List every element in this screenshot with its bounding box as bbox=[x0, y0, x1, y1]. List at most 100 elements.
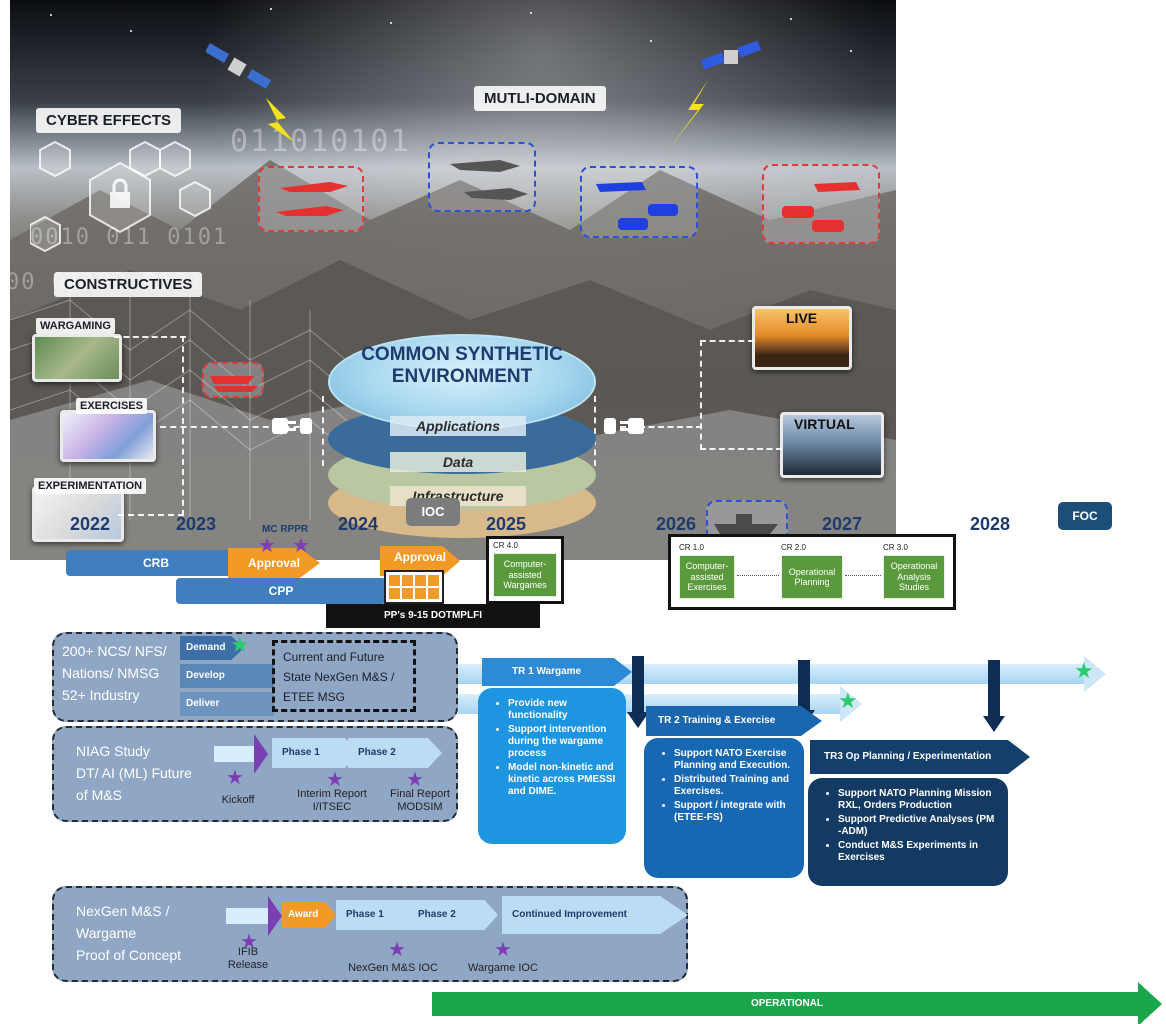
develop-bar: Develop bbox=[180, 664, 274, 688]
cr40-box: CR 4.0 Computer-assisted Wargames bbox=[486, 536, 564, 604]
milestone-star: ★ bbox=[258, 535, 276, 557]
continued-improvement-chevron: Continued Improvement bbox=[502, 896, 688, 934]
tr1-callout: Provide new functionality Support interv… bbox=[478, 688, 626, 844]
nexgen-poc-line2: Wargame bbox=[76, 925, 137, 941]
nexgen-msg-line3: ETEE MSG bbox=[283, 690, 346, 704]
nexgen-poc-text: NexGen M&S / Wargame Proof of Concept bbox=[76, 900, 181, 966]
tr3-planning-arrow: TR3 Op Planning / Experimentation bbox=[810, 740, 1030, 774]
tr3-callout: Support NATO Planning Mission RXL, Order… bbox=[808, 778, 1008, 886]
milestone-star: ★ bbox=[292, 535, 310, 557]
star-dot bbox=[790, 18, 792, 20]
star-dot bbox=[530, 12, 532, 14]
star-dot bbox=[390, 22, 392, 24]
wargame-ioc-star: ★ bbox=[494, 939, 512, 961]
poc-phase2-chevron: Phase 2 bbox=[408, 900, 498, 930]
connector-line bbox=[620, 426, 702, 428]
tr-drop-arrow-tip bbox=[983, 716, 1005, 732]
stakeholders-line2: Nations/ NMSG bbox=[62, 665, 160, 681]
year-2023: 2023 bbox=[176, 514, 217, 534]
interim-report-label: Interim Report I/ITSEC bbox=[290, 788, 374, 814]
niag-line1: NIAG Study bbox=[76, 743, 150, 759]
interim-star: ★ bbox=[326, 769, 344, 791]
release-label: Release bbox=[227, 959, 269, 971]
deliver-track-arrow bbox=[840, 686, 862, 722]
tr2-training-arrow: TR 2 Training & Exercise bbox=[646, 706, 822, 736]
cr-connector bbox=[737, 575, 779, 576]
star-dot bbox=[270, 8, 272, 10]
niag-line3: of M&S bbox=[76, 787, 122, 803]
approval-arrow-1: Approval bbox=[228, 548, 320, 578]
ioc-badge: IOC bbox=[406, 498, 460, 526]
nexgen-msg-line2: State NexGen M&S / bbox=[283, 670, 395, 684]
binary-stream: 0010 011 0101 bbox=[30, 225, 229, 250]
tr2-item: Support NATO Exercise Planning and Execu… bbox=[674, 748, 794, 772]
layer-data-label: Data bbox=[390, 452, 526, 472]
red-naval-unit-box bbox=[202, 362, 264, 398]
cse-title: COMMON SYNTHETIC ENVIRONMENT bbox=[328, 344, 596, 388]
connector-line bbox=[700, 448, 782, 450]
stakeholders-text: 200+ NCS/ NFS/ Nations/ NMSG 52+ Industr… bbox=[62, 640, 167, 706]
tr2-callout: Support NATO Exercise Planning and Execu… bbox=[644, 738, 804, 878]
wargame-ioc-label: Wargame IOC bbox=[468, 962, 538, 974]
phase1-chevron: Phase 1 bbox=[272, 738, 358, 768]
satellite-icon bbox=[206, 43, 294, 142]
cyber-effects-label: CYBER EFFECTS bbox=[36, 108, 182, 133]
ifib-bar bbox=[226, 908, 270, 924]
tr-drop-arrow bbox=[798, 660, 810, 712]
binary-stream: 011010101 bbox=[230, 124, 411, 159]
ifib-star: ★ bbox=[240, 931, 258, 953]
nexgen-poc-line3: Proof of Concept bbox=[76, 947, 182, 963]
multi-domain-label: MUTLI-DOMAIN bbox=[474, 86, 606, 111]
plug-icon bbox=[272, 418, 312, 434]
cr40-item: Computer-assisted Wargames bbox=[493, 553, 557, 597]
blue-helicopter-tank-icon bbox=[596, 182, 678, 230]
red-land-unit-box bbox=[762, 164, 880, 244]
fighter-jet-icon bbox=[450, 160, 528, 200]
stakeholders-line3: 52+ Industry bbox=[62, 687, 140, 703]
cpp-bar: CPP bbox=[176, 578, 386, 604]
connector-line bbox=[160, 426, 310, 428]
year-2028: 2028 bbox=[970, 514, 1011, 534]
demand-chevron: Demand bbox=[180, 636, 244, 660]
tr1-wargame-arrow: TR 1 Wargame bbox=[482, 658, 632, 686]
interim-report-title: Interim Report bbox=[297, 788, 367, 800]
year-2027: 2027 bbox=[822, 514, 863, 534]
cse-title-line2: ENVIRONMENT bbox=[391, 366, 533, 387]
tr3-item: Support NATO Planning Mission RXL, Order… bbox=[838, 788, 998, 812]
poc-phase1-chevron: Phase 1 bbox=[336, 900, 420, 930]
final-report-title: Final Report bbox=[390, 788, 450, 800]
tr-drop-arrow-tip bbox=[627, 712, 649, 728]
crb-bar: CRB bbox=[66, 550, 246, 576]
nexgen-ioc-star: ★ bbox=[388, 939, 406, 961]
niag-study-text: NIAG Study DT/ AI (ML) Future of M&S bbox=[76, 740, 192, 806]
final-report-label: Final Report MODSIM bbox=[380, 788, 460, 814]
green-star: ★ bbox=[230, 632, 250, 657]
cyber-hex-icons bbox=[30, 140, 211, 253]
deliver-bar: Deliver bbox=[180, 692, 274, 716]
plug-icon bbox=[604, 418, 644, 434]
experimentation-label: EXPERIMENTATION bbox=[34, 478, 147, 494]
cse-title-line1: COMMON SYNTHETIC bbox=[361, 344, 563, 365]
cr-connector bbox=[845, 575, 881, 576]
kickoff-star: ★ bbox=[226, 767, 244, 789]
live-thumbnail bbox=[752, 306, 852, 370]
tr2-item: Distributed Training and Exercises. bbox=[674, 774, 794, 798]
exercises-thumbnail bbox=[60, 410, 156, 462]
connector-line bbox=[700, 340, 702, 450]
cr40-code: CR 4.0 bbox=[493, 541, 518, 550]
red-air-unit-box bbox=[258, 166, 364, 232]
pp-dotmplfi-bar: PP's 9-15 DOTMPLFI bbox=[326, 604, 540, 628]
ifib-release-label: IFIB Release bbox=[220, 946, 276, 972]
nexgen-msg-box: Current and Future State NexGen M&S / ET… bbox=[272, 640, 416, 712]
connector-line bbox=[322, 396, 324, 466]
cr3-item: Operational Analysis Studies bbox=[883, 555, 945, 599]
tr1-item: Support intervention during the wargame … bbox=[508, 724, 616, 760]
star-dot bbox=[650, 40, 652, 42]
niag-study-panel: NIAG Study DT/ AI (ML) Future of M&S Pha… bbox=[52, 726, 458, 822]
tr1-item: Provide new functionality bbox=[508, 698, 616, 722]
wargaming-thumbnail bbox=[32, 334, 122, 382]
tr3-item: Support Predictive Analyses (PM -ADM) bbox=[838, 814, 998, 838]
connector-line bbox=[118, 514, 184, 516]
cr2-code: CR 2.0 bbox=[781, 543, 806, 552]
kickoff-chevron bbox=[254, 734, 268, 774]
